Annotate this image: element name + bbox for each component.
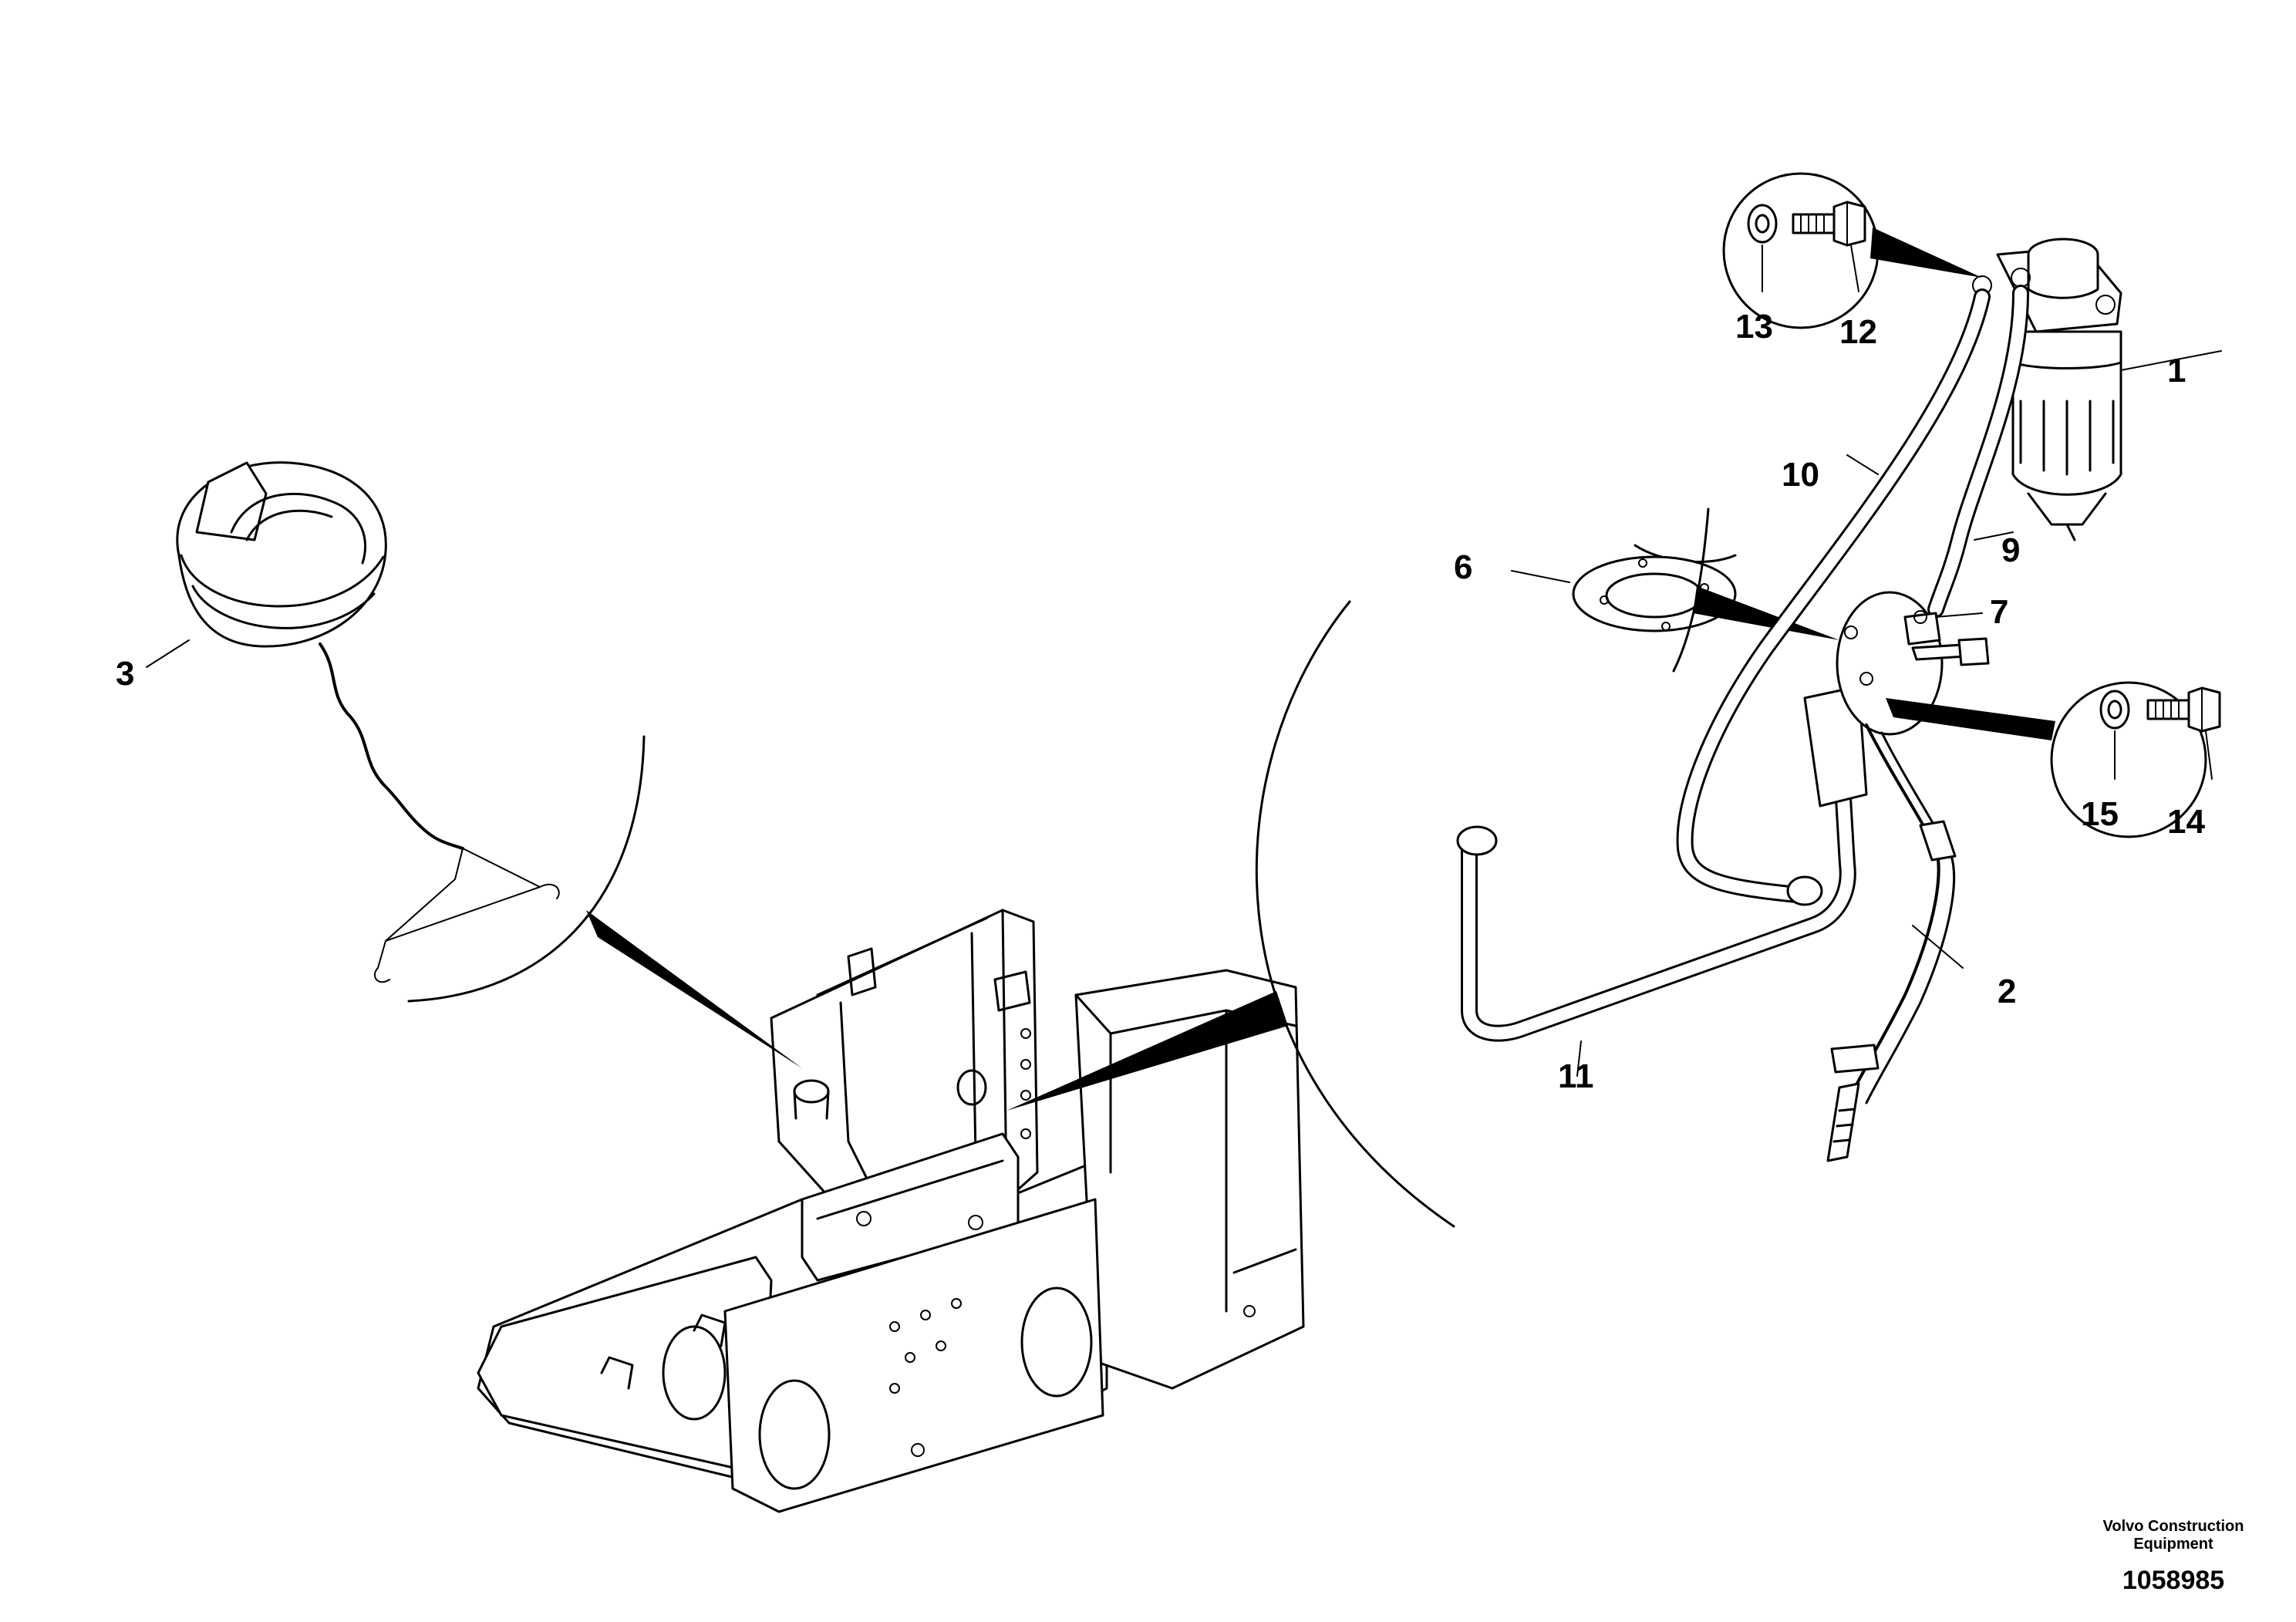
screw-14 bbox=[2146, 686, 2221, 733]
callout-13: 13 bbox=[1735, 308, 1773, 346]
document-number: 1058985 bbox=[2122, 1566, 2224, 1595]
screw-12 bbox=[1792, 201, 1866, 247]
callout-15: 15 bbox=[2081, 795, 2119, 833]
callout-11: 11 bbox=[1558, 1057, 1594, 1095]
fuel-filter bbox=[1972, 238, 2122, 541]
gasket bbox=[1572, 508, 1839, 673]
detail-view-screw-upper bbox=[1722, 172, 1982, 329]
callout-2: 2 bbox=[1998, 973, 2016, 1010]
callout-12: 12 bbox=[1839, 313, 1877, 351]
callout-9: 9 bbox=[2001, 531, 2020, 569]
detail-view-screw-lower bbox=[2050, 681, 2221, 838]
callout-labels: 1 2 3 6 7 9 10 11 12 13 14 15 bbox=[116, 308, 2205, 1095]
washer-15 bbox=[2099, 690, 2130, 730]
callout-7: 7 bbox=[1990, 593, 2008, 631]
frame-holes bbox=[856, 1028, 1256, 1457]
wire-harness bbox=[1849, 723, 1940, 1097]
detail-pointer-left bbox=[586, 910, 802, 1068]
footer: Volvo Construction Equipment 1058985 bbox=[2103, 1518, 2244, 1595]
fuel-sender-unit bbox=[1803, 591, 2055, 1162]
detail-view-fuel-system bbox=[1006, 600, 1455, 1228]
leader-lines bbox=[146, 350, 2222, 1077]
fuel-cap bbox=[176, 461, 387, 648]
detail-view-fuel-cap bbox=[176, 461, 802, 1068]
machine-frame bbox=[477, 909, 1305, 1513]
callout-10: 10 bbox=[1782, 456, 1819, 494]
callout-1: 1 bbox=[2167, 352, 2186, 389]
fuel-pipes bbox=[1456, 285, 2029, 1042]
credit-line-2: Equipment bbox=[2133, 1536, 2213, 1553]
washer-13 bbox=[1747, 204, 1778, 244]
detail-pointer-middle bbox=[1006, 991, 1288, 1111]
detail-pointer-screw-upper bbox=[1870, 228, 1982, 278]
callout-6: 6 bbox=[1454, 548, 1472, 586]
detail-pointer-gasket bbox=[1693, 586, 1839, 640]
credit-line-1: Volvo Construction bbox=[2103, 1518, 2244, 1535]
callout-3: 3 bbox=[116, 655, 134, 693]
detail-pointer-screw-lower bbox=[1886, 698, 2055, 740]
cap-tether bbox=[319, 642, 464, 850]
callout-14: 14 bbox=[2167, 803, 2205, 841]
